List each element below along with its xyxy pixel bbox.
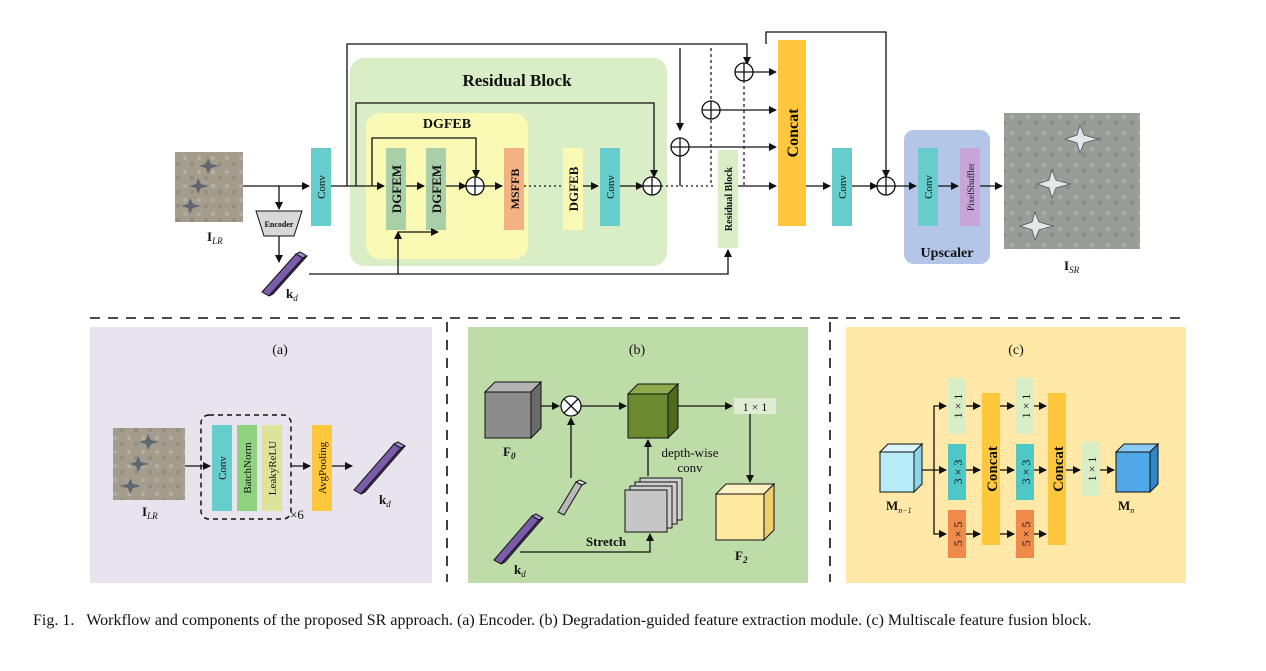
panel-b-kd-label: kd — [514, 562, 526, 579]
panel-c-label: (c) — [1008, 343, 1024, 358]
dgfeb-label: DGFEB — [566, 166, 581, 211]
panel-c-concat-2 — [1048, 393, 1066, 545]
dashed-connections — [710, 48, 745, 186]
conv-block-3 — [832, 148, 852, 226]
msffb-block — [504, 148, 524, 230]
pixelshuffler-label: PixelShuffler — [966, 163, 976, 211]
panel-a-batchnorm-label: BatchNorm — [242, 442, 254, 494]
figure-caption-label: Fig. 1. — [33, 612, 75, 629]
conv-label-4: Conv — [923, 175, 935, 199]
panel-b-depthwise-1: depth-wise — [661, 445, 718, 460]
panel-b-kernel-stack — [624, 477, 683, 533]
panel-a-avgpooling — [312, 425, 332, 511]
panel-c-3x3-block-1 — [948, 444, 966, 500]
panel-a-conv-label: Conv — [217, 456, 229, 480]
top-connections — [243, 31, 1003, 275]
dgfeb-block — [563, 148, 583, 230]
panel-c-5x5-block-2 — [1016, 510, 1034, 558]
panel-a-repeat-box — [200, 414, 292, 520]
panel-b-f2-label: F2 — [735, 548, 748, 565]
panel-c-1x1-block-1 — [948, 378, 966, 434]
panel-b-f0-cube — [483, 380, 543, 440]
panel-c-1x1-label-1: 1 × 1 — [951, 394, 965, 419]
panel-c-1x1-block-3 — [1082, 442, 1100, 496]
panel-b-small-kd — [557, 479, 588, 516]
encoder-block — [255, 210, 303, 237]
panel-c-connections — [922, 402, 1115, 538]
panel-c-5x5-label-1: 5 × 5 — [951, 522, 965, 547]
residual-block-small-label: Residual Block — [724, 166, 735, 231]
panel-a-conv — [212, 425, 232, 511]
panel-b-1x1-box — [734, 398, 776, 414]
panel-c-concat-label-2: Concat — [1051, 446, 1067, 492]
concat-label-top: Concat — [785, 108, 802, 158]
conv-label-2: Conv — [605, 175, 617, 199]
panel-a-leakyrelu-label: LeakyReLU — [267, 441, 279, 495]
panel-b-out-cube — [626, 382, 680, 440]
sr-image — [1004, 113, 1140, 249]
panel-c-5x5-label-2: 5 × 5 — [1019, 522, 1033, 547]
panel-a-batchnorm — [237, 425, 257, 511]
panel-c-concat-1 — [982, 393, 1000, 545]
panel-a-kd-label: kd — [379, 492, 391, 509]
panel-b-label: (b) — [629, 343, 646, 358]
panel-a-leakyrelu — [262, 425, 282, 511]
panel-a-kd-bar — [353, 441, 407, 495]
panel-c-concat-label-1: Concat — [985, 446, 1001, 492]
i-sr-label: ISR — [1064, 258, 1080, 275]
panel-c-m-prev-cube — [878, 442, 924, 494]
dgfem-block-2 — [426, 148, 446, 230]
encoder-label: Encoder — [265, 220, 294, 229]
panel-a-label: (a) — [272, 343, 288, 358]
dgfem-block-1 — [386, 148, 406, 230]
figure-caption: Fig. 1. Workflow and components of the pr… — [33, 610, 1245, 632]
panel-c-m-n-cube — [1114, 442, 1160, 494]
kd-bar-top — [261, 251, 309, 297]
panel-c-3x3-block-2 — [1016, 444, 1034, 500]
pixelshuffler-block — [960, 148, 980, 226]
sum-nodes-top — [465, 62, 896, 196]
panel-c-m-n-label: Mn — [1118, 498, 1134, 515]
conv-label-1: Conv — [316, 175, 328, 199]
panel-b-1x1-label: 1 × 1 — [743, 400, 768, 414]
panel-b-f0-label: F0 — [503, 444, 516, 461]
conv-block-1 — [311, 148, 331, 226]
dgfem-label-1: DGFEM — [389, 165, 404, 213]
panel-b-connections — [520, 402, 754, 553]
residual-block-small — [718, 150, 738, 248]
dgfeb-title: DGFEB — [423, 117, 471, 132]
residual-block-title: Residual Block — [462, 71, 572, 90]
msffb-label: MSFFB — [508, 169, 522, 210]
panel-b-f2-cube — [714, 482, 776, 542]
panel-a-times6: ×6 — [290, 507, 304, 522]
i-lr-label: ILR — [207, 229, 223, 246]
panel-a-avgpooling-label: AvgPooling — [317, 441, 329, 494]
conv-block-2 — [600, 148, 620, 226]
panel-b-kd-bar — [493, 513, 545, 565]
panel-c-1x1-block-2 — [1016, 378, 1034, 434]
upscaler-label: Upscaler — [921, 246, 974, 261]
conv-block-4 — [918, 148, 938, 226]
lr-image — [175, 152, 243, 222]
dgfem-label-2: DGFEM — [429, 165, 444, 213]
panel-b-multiply-node — [560, 395, 582, 417]
panel-a-lr-image — [113, 428, 185, 500]
panel-c-3x3-label-1: 3 × 3 — [951, 460, 965, 485]
panel-c-1x1-label-2: 1 × 1 — [1019, 394, 1033, 419]
panel-b-depthwise-2: conv — [677, 460, 703, 475]
kd-label-top: kd — [286, 286, 298, 303]
panel-a-i-lr-label: ILR — [142, 504, 158, 521]
conv-label-3: Conv — [837, 175, 849, 199]
concat-block-top — [778, 40, 806, 226]
panel-c-1x1-label-3: 1 × 1 — [1085, 457, 1099, 482]
figure-caption-text: Workflow and components of the proposed … — [86, 612, 1092, 629]
panel-c-3x3-label-2: 3 × 3 — [1019, 460, 1033, 485]
panel-c-5x5-block-1 — [948, 510, 966, 558]
panel-b-stretch-label: Stretch — [586, 534, 627, 549]
panel-c-m-prev-label: Mn−1 — [886, 498, 912, 515]
